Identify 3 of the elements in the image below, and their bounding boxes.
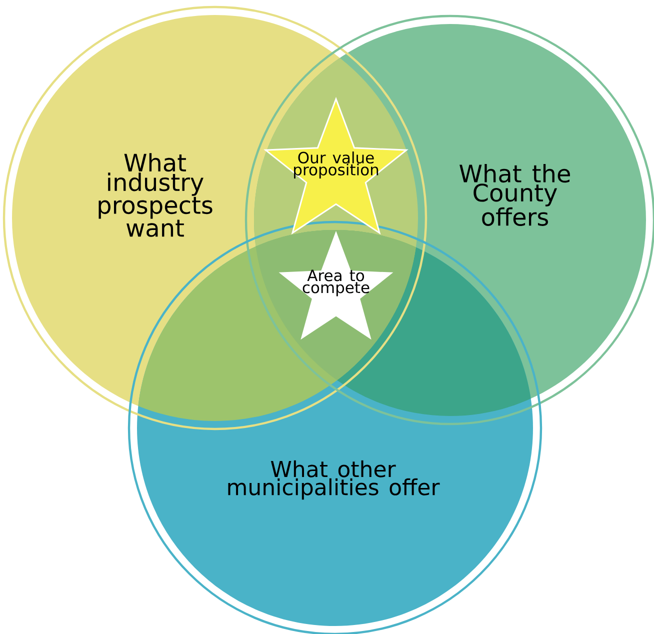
circle-label: What other municipalities offer [228,460,440,500]
circle-label: What the County offers [460,164,570,226]
circle-label: What industry prospects want [98,153,212,237]
